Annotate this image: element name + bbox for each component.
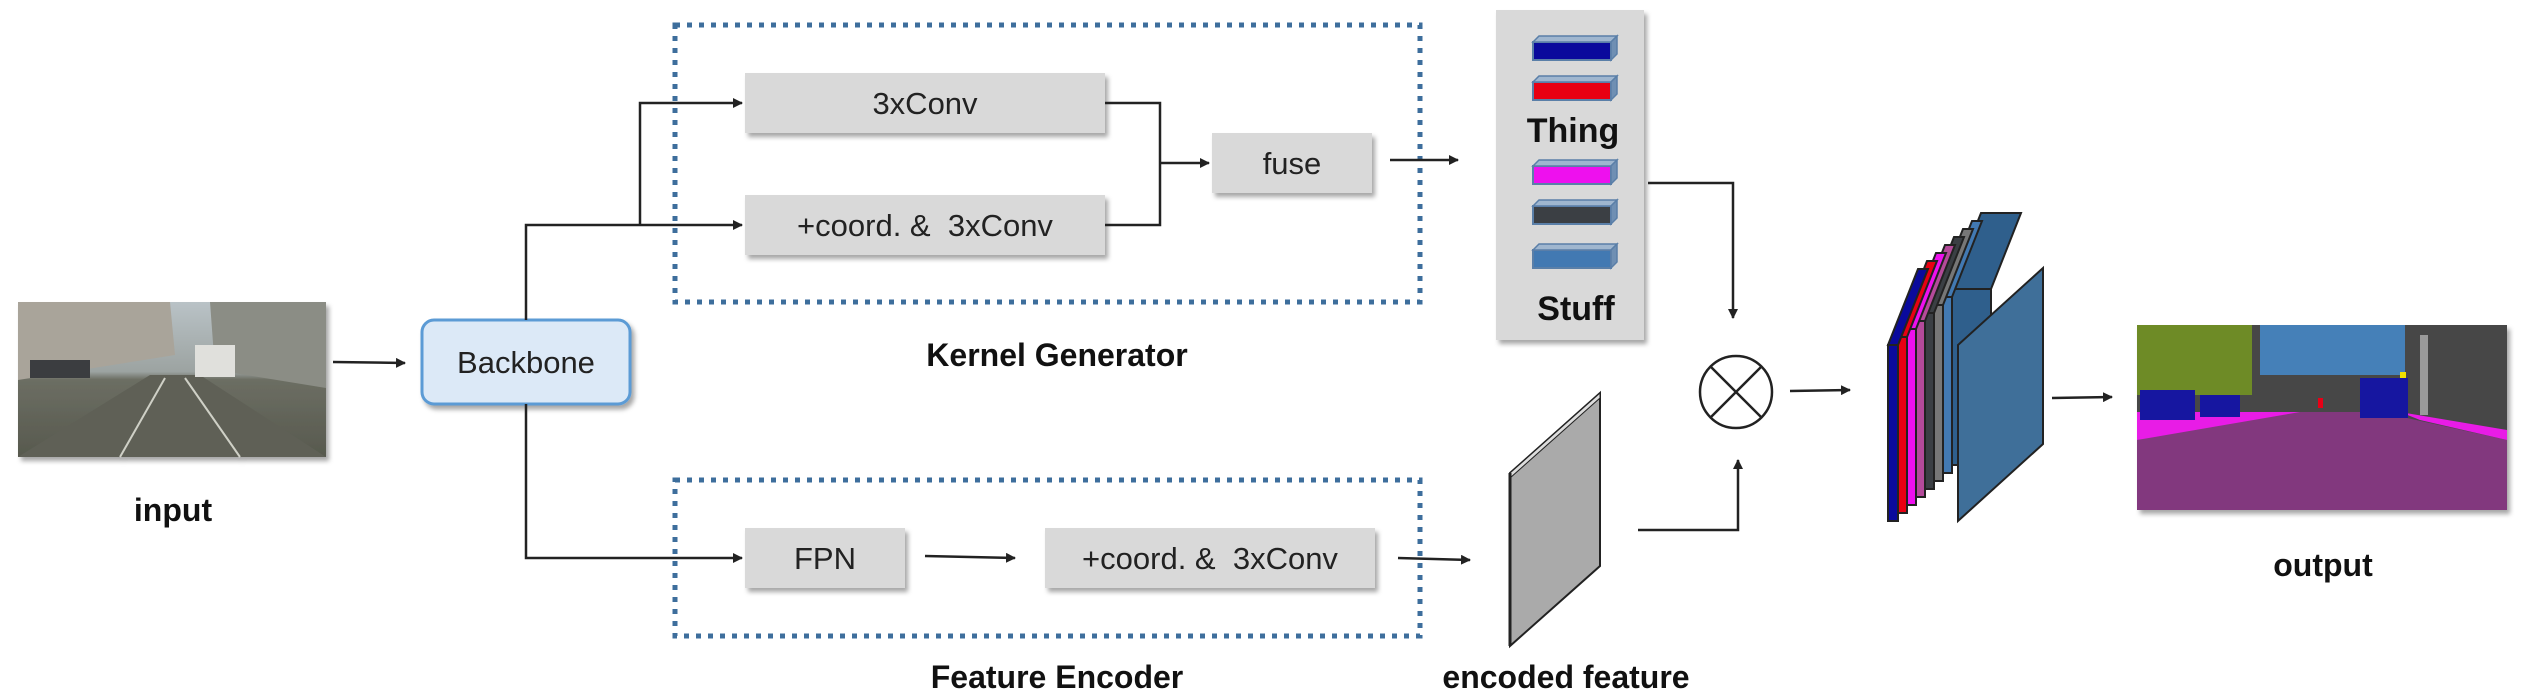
stuff-kernel-bar <box>1531 242 1619 270</box>
output-segmentation-image <box>2137 325 2507 510</box>
circled-times-icon <box>1698 354 1774 430</box>
thing-kernels <box>1531 34 1619 102</box>
fpn-box <box>745 528 905 588</box>
feature-map-icon <box>1508 390 1601 649</box>
input-to-backbone-arrow <box>332 357 406 368</box>
coord-conv-bottom-box <box>1045 528 1375 588</box>
output-stack-to-result-arrow <box>2051 392 2113 403</box>
thing-kernel-bar <box>1531 74 1619 102</box>
fuse-label: fuse <box>1263 146 1322 181</box>
stuff-kernel-bar <box>1531 158 1619 186</box>
coord-conv-bottom-label: +coord. & 3xConv <box>1082 541 1338 576</box>
backbone-to-fpn-arrow <box>524 404 743 563</box>
kernel-generator-label: Kernel Generator <box>926 337 1187 373</box>
feature-encoder-frame <box>672 477 1423 639</box>
output-tensor-stack-icon <box>1886 212 2044 524</box>
thing-kernel-bar <box>1531 34 1619 62</box>
branch-to-conv-top-arrow <box>638 98 743 225</box>
feature-encoder-label: Feature Encoder <box>931 659 1184 695</box>
stuff-kernel-bar <box>1531 198 1619 226</box>
fpn-to-coord-conv-arrow <box>924 552 1016 563</box>
fuse-box <box>1212 133 1372 193</box>
output-label: output <box>2273 547 2373 583</box>
input-image <box>18 302 326 458</box>
input-label: input <box>134 492 213 528</box>
output-stack-front-face <box>1957 265 2044 524</box>
fpn-label: FPN <box>794 541 856 576</box>
conv-top-merge-line <box>1105 101 1162 227</box>
output-stack-layer <box>1886 268 1930 522</box>
encoded-feature-label: encoded feature <box>1442 659 1689 695</box>
coord-conv-top-box <box>745 195 1105 255</box>
multiply-to-output-stack-arrow <box>1789 385 1851 396</box>
stuff-label: Stuff <box>1537 290 1615 328</box>
backbone-label: Backbone <box>457 345 595 380</box>
kernels-to-multiply-arrow <box>1648 181 1738 319</box>
backbone-to-kernel-line <box>524 223 640 320</box>
conv-top-box <box>745 73 1105 133</box>
feature-to-multiply-arrow <box>1638 459 1743 532</box>
thing-label: Thing <box>1527 112 1620 150</box>
kernel-generator-frame <box>672 22 1423 305</box>
conv-top-label: 3xConv <box>872 86 978 121</box>
stuff-kernels <box>1531 158 1619 270</box>
coord-conv-to-feature-arrow <box>1397 554 1471 565</box>
coord-conv-top-label: +coord. & 3xConv <box>797 208 1053 243</box>
